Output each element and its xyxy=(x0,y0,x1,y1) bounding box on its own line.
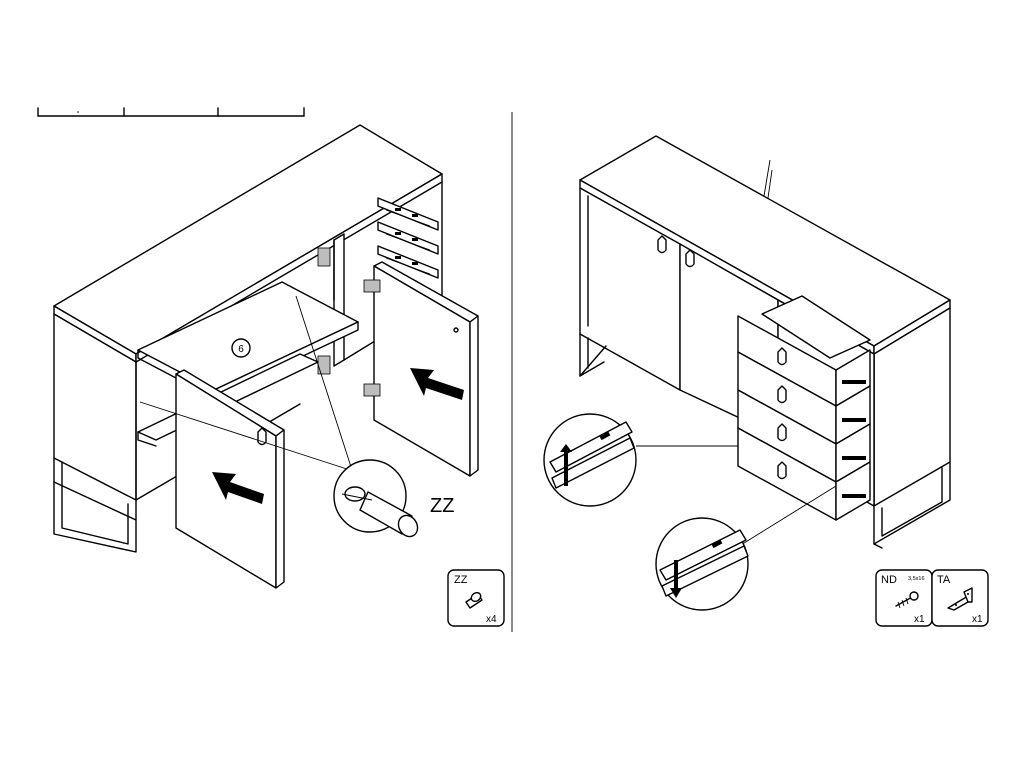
metal-leg-frame-left xyxy=(53,457,137,553)
down-arrow-icon xyxy=(670,560,682,598)
door-handle-icon xyxy=(657,235,667,254)
hinge-plates xyxy=(317,247,331,375)
right-door-panel xyxy=(363,261,479,477)
right-panel: ND 3,5x16 x1 TA x1 xyxy=(543,135,989,627)
dowel-pin-icon xyxy=(465,591,483,609)
push-arrow-icon xyxy=(410,368,464,400)
scale-bar xyxy=(37,107,305,117)
left-panel: 6 xyxy=(37,107,505,627)
part-quantity: x4 xyxy=(486,614,497,625)
drawer-handle-icon xyxy=(777,461,787,480)
push-arrow-icon xyxy=(212,472,264,504)
step-number-badge: 6 xyxy=(231,338,251,358)
step-number: 6 xyxy=(238,344,244,355)
left-door-panel xyxy=(175,369,285,589)
dowel-detail-callout xyxy=(333,459,419,538)
parts-box-zz: ZZ x4 xyxy=(447,569,505,627)
screw-icon xyxy=(895,591,919,609)
part-code: ZZ xyxy=(454,574,468,586)
callout-leader-lines xyxy=(139,295,353,471)
drawer-handle-icon xyxy=(777,347,787,366)
rail-detail-callout-down xyxy=(655,517,749,611)
part-quantity: x1 xyxy=(972,614,983,625)
part-quantity: x1 xyxy=(914,614,925,625)
angle-bracket-icon xyxy=(947,587,973,611)
part-code: ND xyxy=(881,574,897,586)
metal-leg-frame-right xyxy=(873,461,951,549)
drawer-runner-rails xyxy=(377,197,439,279)
part-size: 3,5x16 xyxy=(908,576,925,582)
parts-box-ta: TA x1 xyxy=(931,569,989,627)
drawer-stack xyxy=(737,295,871,521)
up-arrow-icon xyxy=(560,444,572,486)
callout-label: ZZ xyxy=(430,495,454,517)
sideboard-assembled xyxy=(579,135,951,549)
drawer-handle-icon xyxy=(777,423,787,442)
parts-box-nd: ND 3,5x16 x1 xyxy=(875,569,933,627)
callout-leader-lines xyxy=(636,445,837,549)
rail-detail-callout-up xyxy=(543,413,637,507)
metal-leg-frame-left xyxy=(579,333,607,377)
part-code: TA xyxy=(937,574,951,586)
door-handle-icon xyxy=(685,249,695,268)
door-handle-icon xyxy=(257,427,267,446)
door-hinge xyxy=(363,279,381,293)
door-hinge xyxy=(363,383,381,397)
drawer-handle-icon xyxy=(777,385,787,404)
